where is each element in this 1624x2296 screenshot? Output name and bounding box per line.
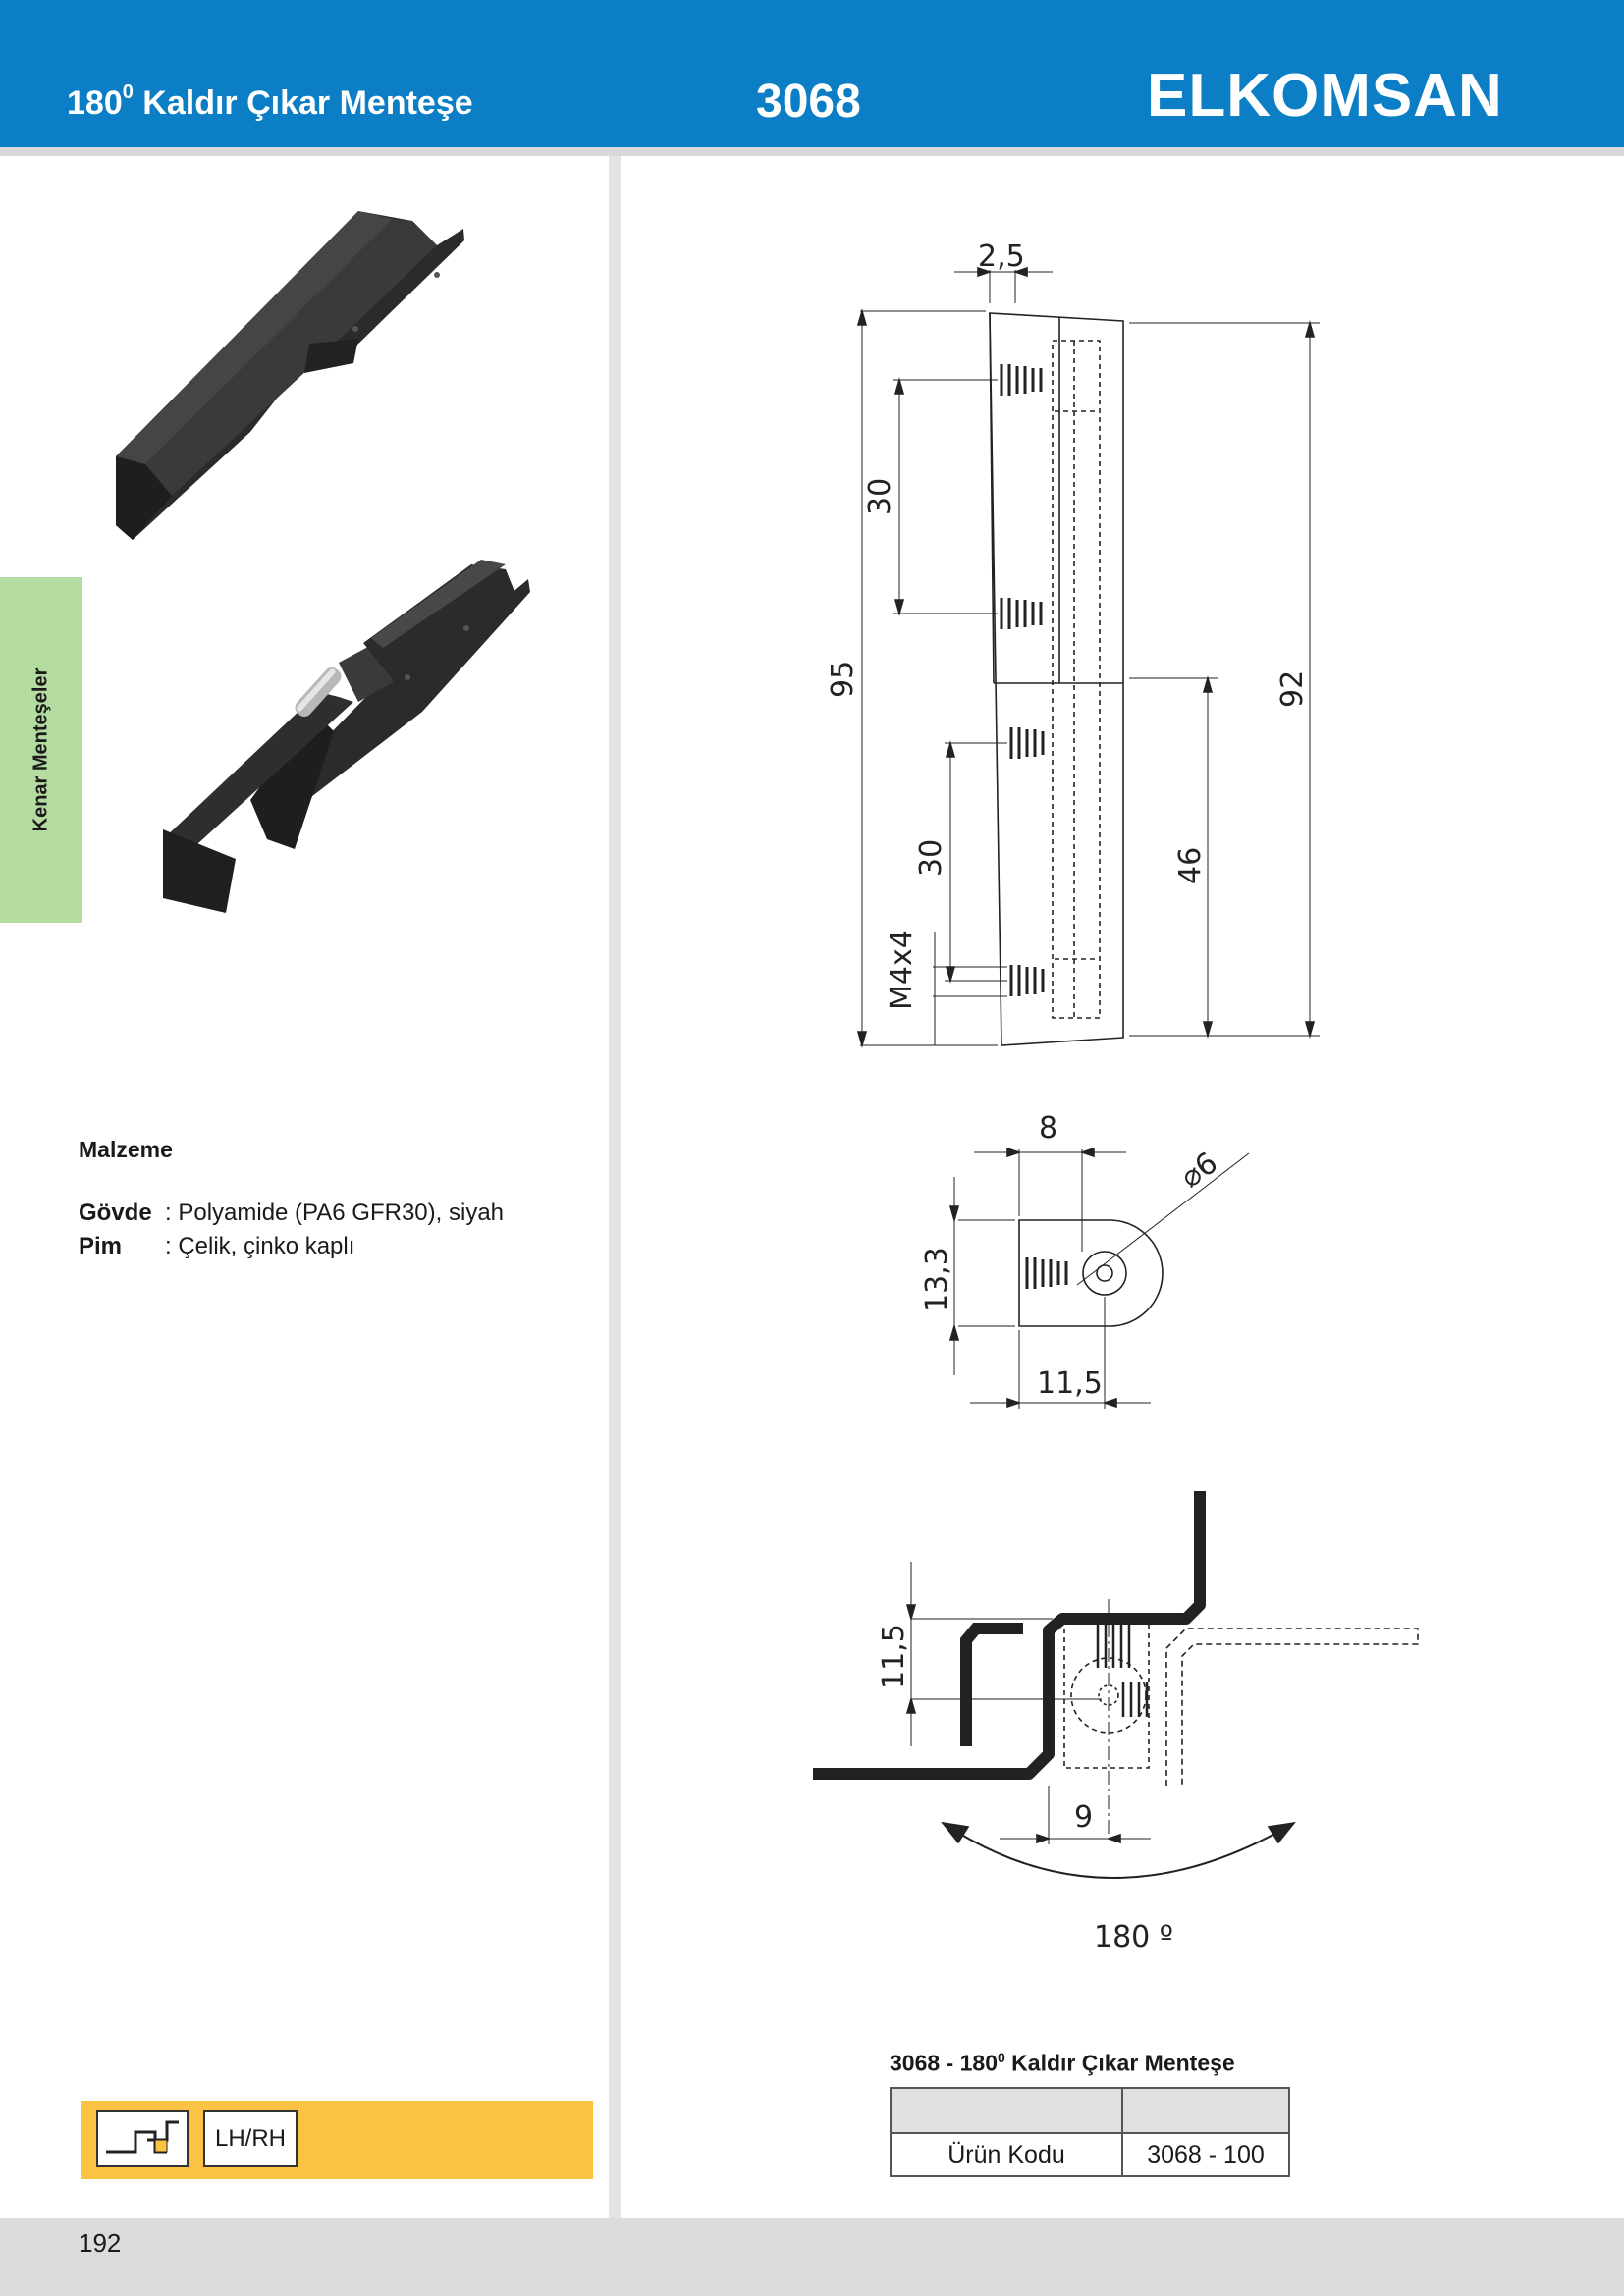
thread-label: M4x4 [885, 930, 919, 1010]
handedness-label: LH/RH [203, 2110, 298, 2167]
front-view-drawing [856, 266, 1320, 1048]
rotation-angle: 180 º [1094, 1920, 1173, 1954]
dim-8: 8 [1039, 1111, 1057, 1146]
dim-92: 92 [1275, 670, 1310, 708]
category-label: Kenar Menteşeler [29, 667, 52, 832]
mounting-symbol-icon [96, 2110, 189, 2167]
dim-pin-diameter: ⌀6 [1174, 1146, 1224, 1195]
page-title: 1800 Kaldır Çıkar Menteşe [67, 80, 473, 122]
technical-drawing: 2,5 30 95 30 M4x4 46 92 8 ⌀6 13,3 11,5 1… [813, 240, 1419, 1954]
table-title: 3068 - 1800 Kaldır Çıkar Menteşe [890, 2050, 1235, 2076]
product-code-value: 3068 - 100 [1121, 2132, 1290, 2177]
product-code: 3068 [756, 76, 861, 128]
table-header-row [890, 2087, 1290, 2134]
brand-logo: ELKOMSAN [1147, 62, 1503, 130]
material-body-row: Gövde: Polyamide (PA6 GFR30), siyah [79, 1200, 505, 1226]
page-header [0, 0, 1624, 147]
product-photo [116, 211, 530, 913]
column-divider [609, 156, 621, 2218]
dim-95: 95 [826, 661, 860, 698]
dim-11-5: 11,5 [1037, 1366, 1103, 1401]
page-number: 192 [79, 2228, 122, 2258]
product-code-label: Ürün Kodu [890, 2132, 1123, 2177]
dim-30-upper: 30 [863, 478, 897, 515]
table-header-cell [1121, 2087, 1290, 2134]
page-footer [0, 2218, 1624, 2296]
dim-13-3: 13,3 [920, 1247, 954, 1312]
material-heading: Malzeme [79, 1137, 173, 1162]
material-pin-row: Pim: Çelik, çinko kaplı [79, 1233, 355, 1259]
product-code-table: Ürün Kodu 3068 - 100 [890, 2087, 1290, 2177]
hinge-open-image [163, 560, 530, 913]
section-view-drawing [948, 1147, 1250, 1409]
dim-46: 46 [1173, 847, 1208, 884]
table-row: Ürün Kodu 3068 - 100 [890, 2132, 1290, 2177]
mounting-view-drawing [813, 1491, 1419, 1879]
dim-2-5: 2,5 [978, 240, 1025, 274]
category-tab [0, 577, 82, 923]
dim-11-5-mount: 11,5 [877, 1624, 911, 1689]
table-header-cell [890, 2087, 1123, 2134]
dim-30-lower: 30 [914, 839, 948, 877]
hinge-closed-image [116, 211, 464, 540]
dim-9: 9 [1074, 1800, 1093, 1835]
header-divider [0, 147, 1624, 156]
